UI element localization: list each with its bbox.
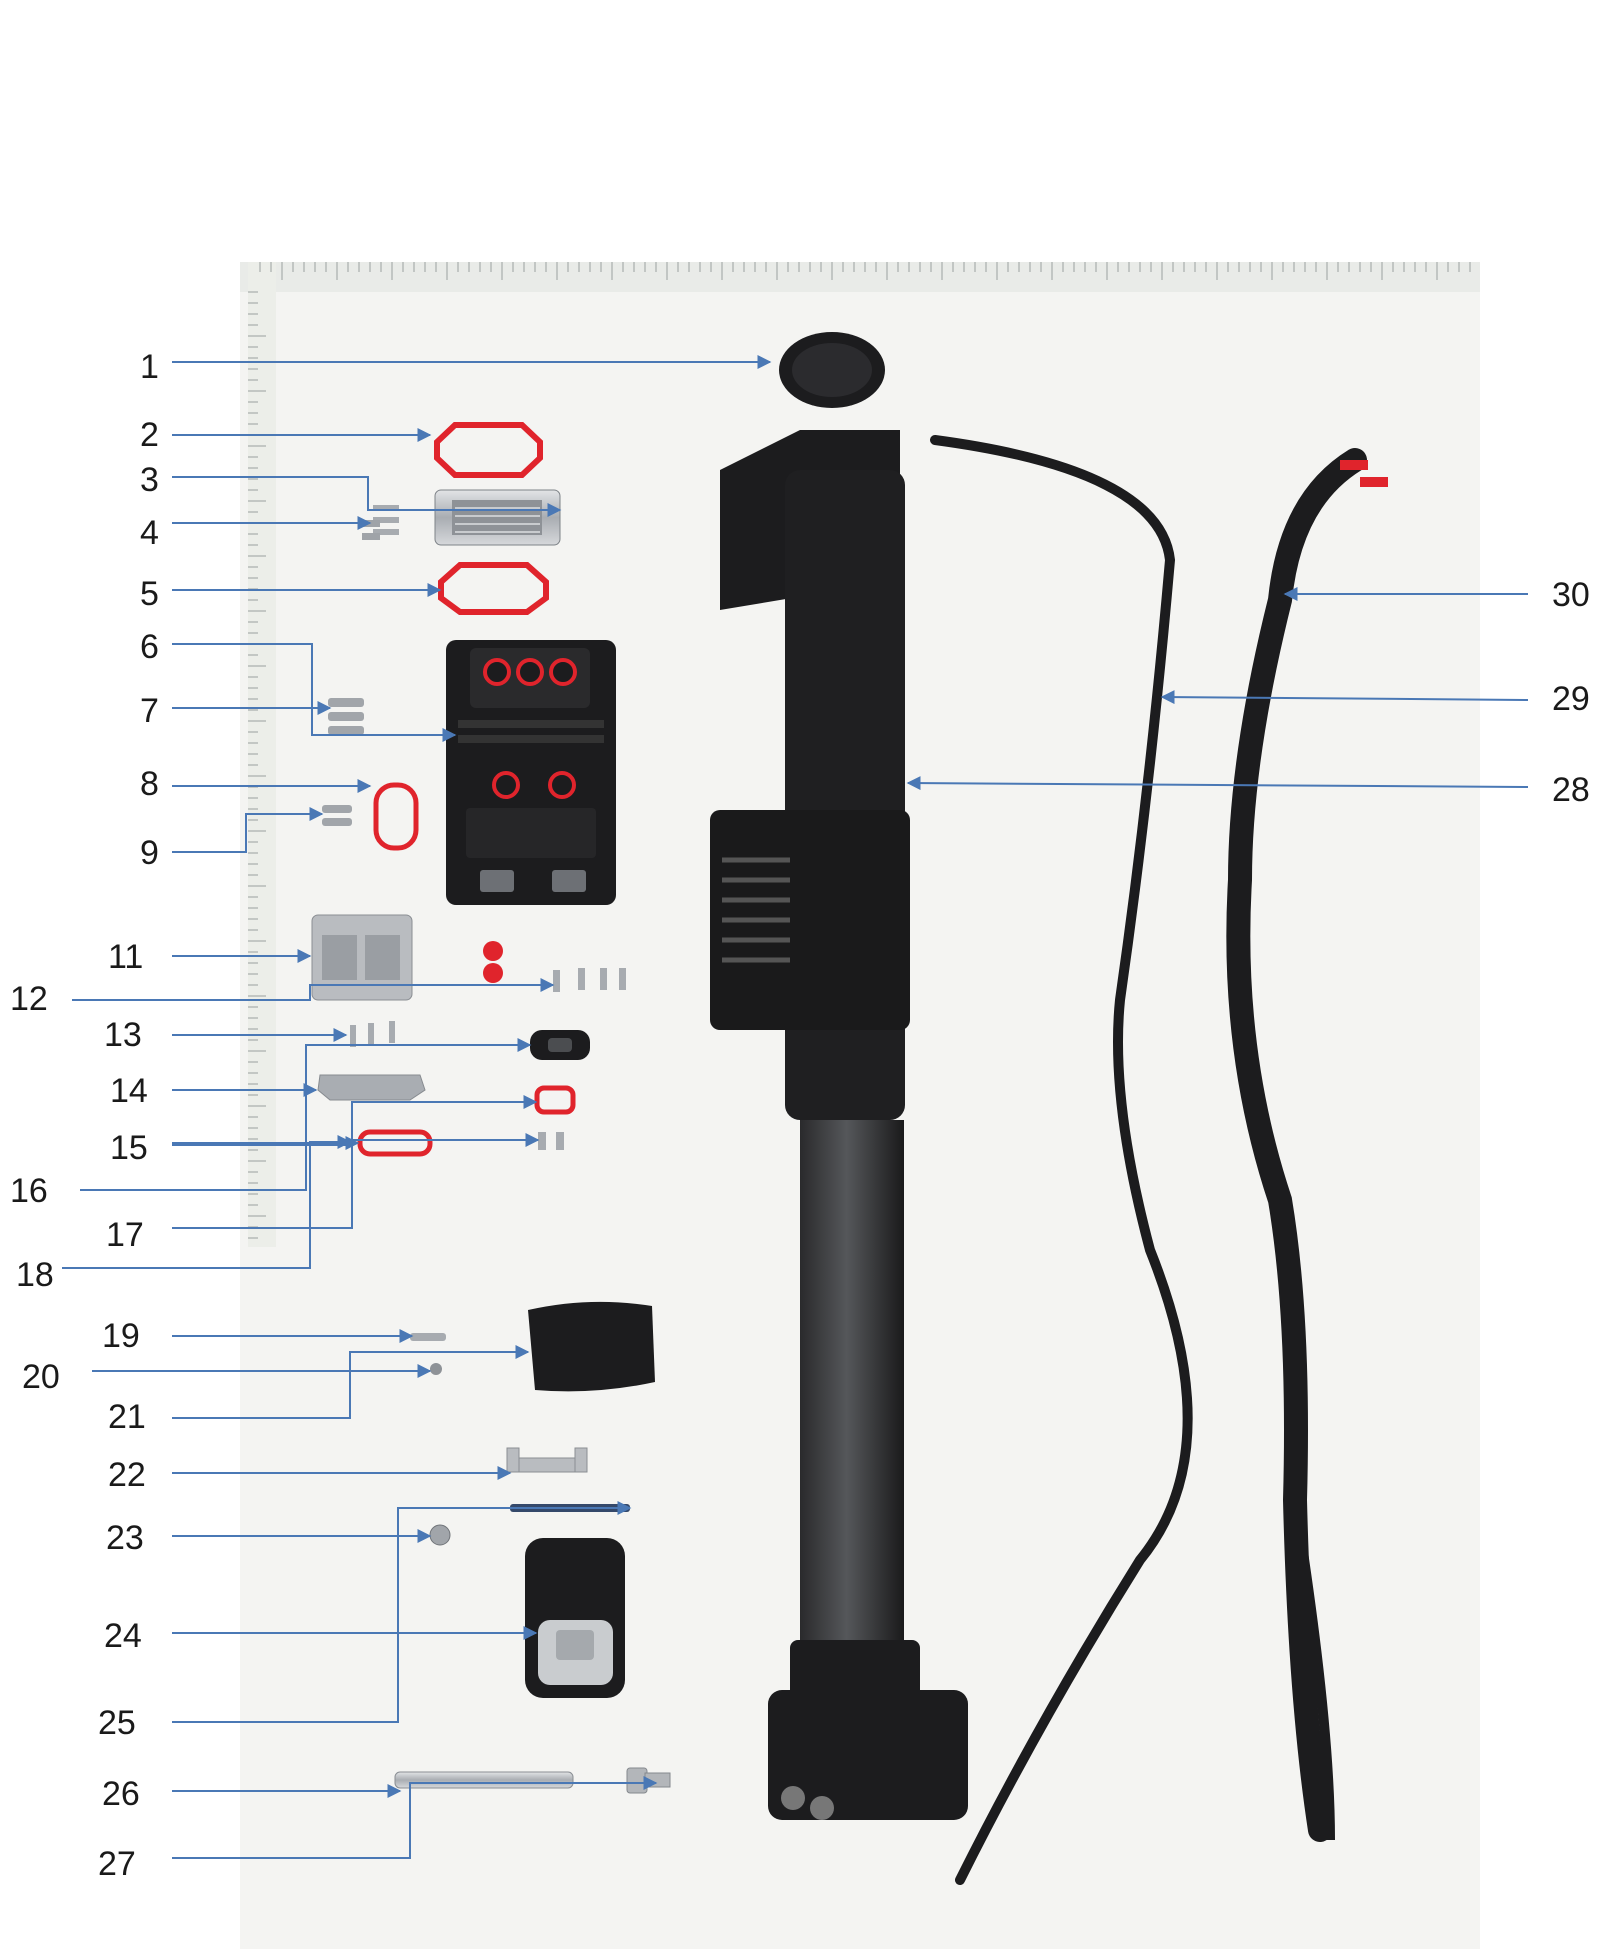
- callout-19: 19: [102, 1317, 140, 1355]
- part-nut-23: [429, 1524, 451, 1546]
- callout-20: 20: [22, 1358, 60, 1396]
- part-screws-7: [328, 698, 364, 735]
- callout-1: 1: [140, 348, 159, 386]
- part-clamp-sleeve: [528, 1301, 655, 1392]
- callout-11: 11: [108, 938, 144, 976]
- callout-22: 22: [108, 1456, 146, 1494]
- callout-18: 18: [16, 1256, 54, 1294]
- part-harness-30-branch: [1290, 1499, 1335, 1841]
- part-bracket: [317, 1074, 426, 1101]
- part-shaft-26: [394, 1771, 574, 1789]
- part-screw-19: [410, 1333, 446, 1341]
- callout-2: 2: [140, 416, 159, 454]
- callout-14: 14: [110, 1072, 148, 1110]
- callout-27: 27: [98, 1845, 136, 1883]
- part-clip-22: [506, 1447, 588, 1473]
- leader-lines: [62, 355, 1529, 1859]
- part-screws-3: [373, 505, 399, 535]
- part-red-plugs: [483, 941, 503, 983]
- part-harness-30: [1226, 448, 1367, 1842]
- callout-30: 30: [1552, 576, 1590, 614]
- part-cap: [779, 332, 885, 408]
- callout-28: 28: [1552, 771, 1590, 809]
- part-seal-oval: [373, 782, 419, 851]
- part-vent-plate: [434, 489, 561, 546]
- callout-17: 17: [106, 1216, 144, 1254]
- callout-24: 24: [104, 1617, 142, 1655]
- part-arm-tube: [710, 430, 968, 1820]
- callout-9: 9: [140, 834, 159, 872]
- part-grommet: [530, 1030, 590, 1060]
- part-harness-connectors: [1340, 460, 1388, 487]
- callout-5: 5: [140, 575, 159, 613]
- callout-13: 13: [104, 1016, 142, 1054]
- callout-12: 12: [10, 980, 48, 1018]
- callout-25: 25: [98, 1704, 136, 1742]
- part-nut-20: [430, 1363, 442, 1375]
- callout-4: 4: [140, 514, 159, 552]
- callout-3: 3: [140, 461, 159, 499]
- part-screws-13: [350, 1021, 395, 1047]
- part-connector-board: [446, 640, 616, 905]
- part-latch-cover: [525, 1538, 625, 1698]
- ruler-ticks: [248, 262, 1471, 1239]
- callout-6: 6: [140, 628, 159, 666]
- callout-15: 15: [110, 1129, 148, 1167]
- part-screws-9: [322, 805, 352, 826]
- part-screws-18: [538, 1132, 564, 1150]
- callout-26: 26: [102, 1775, 140, 1813]
- part-screws-12: [553, 968, 626, 992]
- callout-21: 21: [108, 1398, 146, 1436]
- callout-16: 16: [10, 1172, 48, 1210]
- callout-8: 8: [140, 765, 159, 803]
- part-connector-housing: [311, 914, 413, 1001]
- part-seal-octagon-top: [434, 422, 543, 478]
- callout-7: 7: [140, 692, 159, 730]
- callout-29: 29: [1552, 680, 1590, 718]
- callout-23: 23: [106, 1519, 144, 1557]
- part-cable-29: [930, 435, 1193, 1885]
- part-seal-long: [357, 1129, 433, 1157]
